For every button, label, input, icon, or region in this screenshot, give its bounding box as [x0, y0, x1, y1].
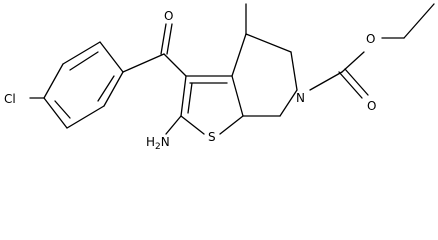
ring-nitrogen-label: N: [296, 91, 305, 105]
thiophene-ring: [180, 75, 244, 135]
bond-c4-c5: [245, 33, 292, 53]
bond-ch2-ch3: [403, 3, 435, 39]
bond-ph-inner-3: [54, 100, 71, 119]
bond-th-c3a-c7a: [231, 75, 244, 117]
chlorophenyl-ring: [43, 41, 124, 129]
bond-th-s-c2: [180, 115, 205, 135]
bond-carbamate-co-1: [338, 71, 363, 99]
molecule-diagram: Cl O S H2N N: [4, 3, 435, 151]
bond-carbamate-co-2: [344, 68, 369, 96]
bond-ph4: [103, 71, 124, 107]
carbonyl-oxygen-label: O: [164, 9, 173, 23]
bond-th-c7a-s: [219, 115, 244, 135]
sulfur-label: S: [208, 130, 216, 144]
bond-ph5: [66, 105, 105, 129]
bond-ph-inner-1: [69, 51, 99, 71]
piperidine-ring: [231, 33, 298, 117]
bond-ph3: [99, 41, 124, 73]
bond-ph1: [43, 63, 64, 99]
chlorine-label: Cl: [4, 92, 16, 106]
ester-carbonyl-oxygen-label: O: [367, 99, 376, 113]
bond-carbamate-oether: [341, 51, 365, 73]
bond-n6-c7: [279, 89, 298, 117]
bond-ph2: [62, 41, 101, 65]
amino-h-label: H2N: [146, 135, 170, 151]
bond-co-2: [166, 23, 173, 55]
bond-ring-carbonyl: [122, 53, 165, 73]
bond-th-c2-c3: [180, 75, 187, 117]
bond-carbonyl-thiophene: [163, 53, 187, 77]
bond-c5-n6: [290, 51, 298, 91]
bond-ph-inner-2: [97, 75, 115, 102]
bond-ph6: [43, 97, 68, 129]
bond-c2-nh2: [165, 115, 182, 135]
bond-th-inner-2: [187, 82, 193, 114]
bond-co-1: [160, 23, 167, 55]
ester-ether-oxygen-label: O: [366, 32, 375, 46]
bond-c3a-c4: [231, 33, 247, 77]
structure-canvas: Cl O S H2N N: [4, 3, 435, 151]
bond-n-carbamate: [309, 71, 343, 91]
